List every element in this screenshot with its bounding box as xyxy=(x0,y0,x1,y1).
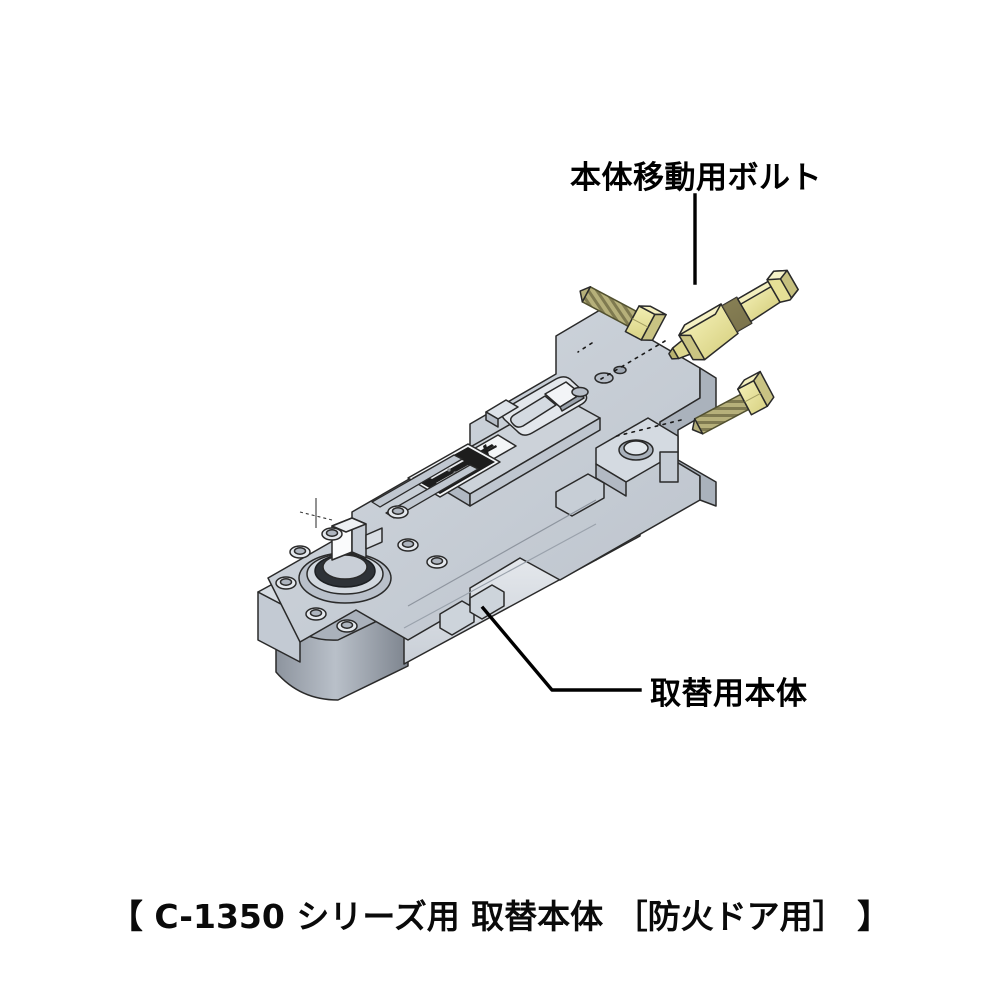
callout-label-bolt: 本体移動用ボルト xyxy=(570,160,822,196)
front-blocks xyxy=(439,584,505,636)
main-body-part xyxy=(257,309,717,701)
centre-marks xyxy=(299,498,333,528)
deck-holes xyxy=(571,365,627,398)
oblong-recess xyxy=(501,376,588,436)
mounting-bosses xyxy=(275,505,448,633)
right-bracket xyxy=(595,417,679,497)
leader-body xyxy=(480,605,642,692)
hex-bolt-lower-part xyxy=(691,370,775,435)
figure-caption: 【 C-1350 シリーズ用 取替本体 ［防火ドア用］ 】 xyxy=(109,897,891,936)
callout-label-body: 取替用本体 xyxy=(650,676,808,712)
standoff-bolt-part xyxy=(668,269,799,361)
assembly-axis-lines xyxy=(577,340,682,438)
hex-bolt-upper-part xyxy=(579,286,667,342)
top-grooves xyxy=(371,454,479,519)
spindle-assembly xyxy=(298,517,392,604)
corner-notch xyxy=(485,399,519,428)
leader-lines xyxy=(480,193,697,692)
